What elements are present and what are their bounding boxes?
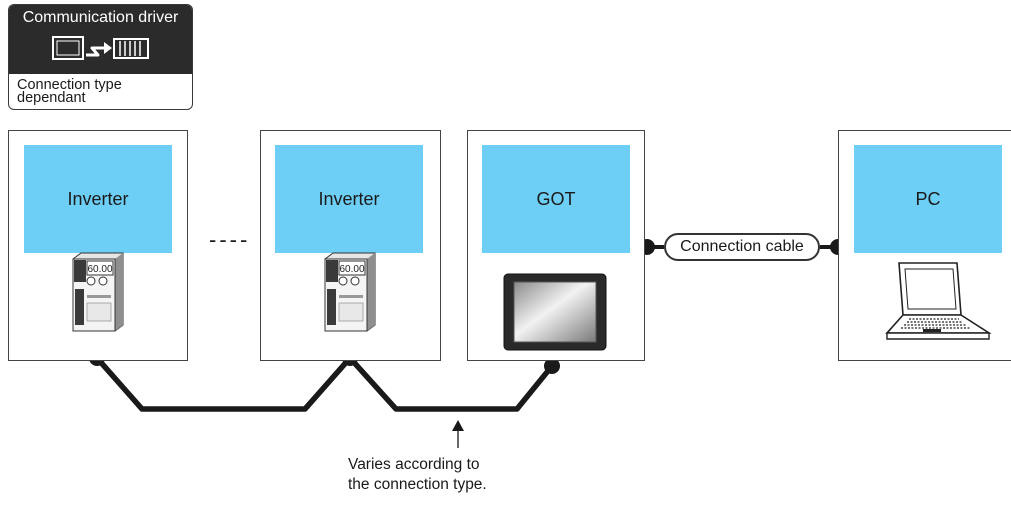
device-got: GOT — [467, 130, 645, 361]
device-inverter-2: Inverter 60.00 — [260, 130, 441, 361]
device-label-inverter-1: Inverter — [24, 145, 172, 253]
inverter-icon: 60.00 — [72, 252, 124, 332]
device-label-pc: PC — [854, 145, 1002, 253]
driver-badge-subtitle: Connection type dependant — [17, 77, 122, 106]
laptop-icon — [885, 262, 992, 340]
connection-cable-label: Connection cable — [664, 233, 820, 261]
note-line2: the connection type. — [348, 476, 487, 493]
svg-text:60.00: 60.00 — [87, 264, 112, 275]
inverter-link-cable — [94, 355, 555, 412]
device-ellipsis: ---- — [209, 227, 251, 252]
note-arrow-head — [452, 420, 464, 431]
device-pc: PC — [838, 130, 1011, 361]
driver-badge-title: Communication driver — [22, 9, 179, 26]
driver-subtitle-line1: Connection type — [17, 77, 122, 93]
communication-driver-icon — [52, 36, 149, 60]
inverter-icon: 60.00 — [324, 252, 376, 332]
device-label-inverter-2: Inverter — [275, 145, 423, 253]
communication-driver-badge: Communication driver Connection type dep… — [8, 4, 193, 110]
device-inverter-1: Inverter 60.00 — [8, 130, 188, 361]
connection-type-note: Varies according to the connection type. — [348, 455, 568, 495]
note-line1: Varies according to — [348, 456, 480, 473]
device-label-got: GOT — [482, 145, 630, 253]
driver-badge-header: Communication driver — [9, 5, 192, 74]
svg-text:60.00: 60.00 — [339, 264, 364, 275]
connector-dot-got — [544, 358, 560, 374]
driver-subtitle-line2: dependant — [17, 90, 86, 106]
got-panel-icon — [503, 273, 607, 351]
